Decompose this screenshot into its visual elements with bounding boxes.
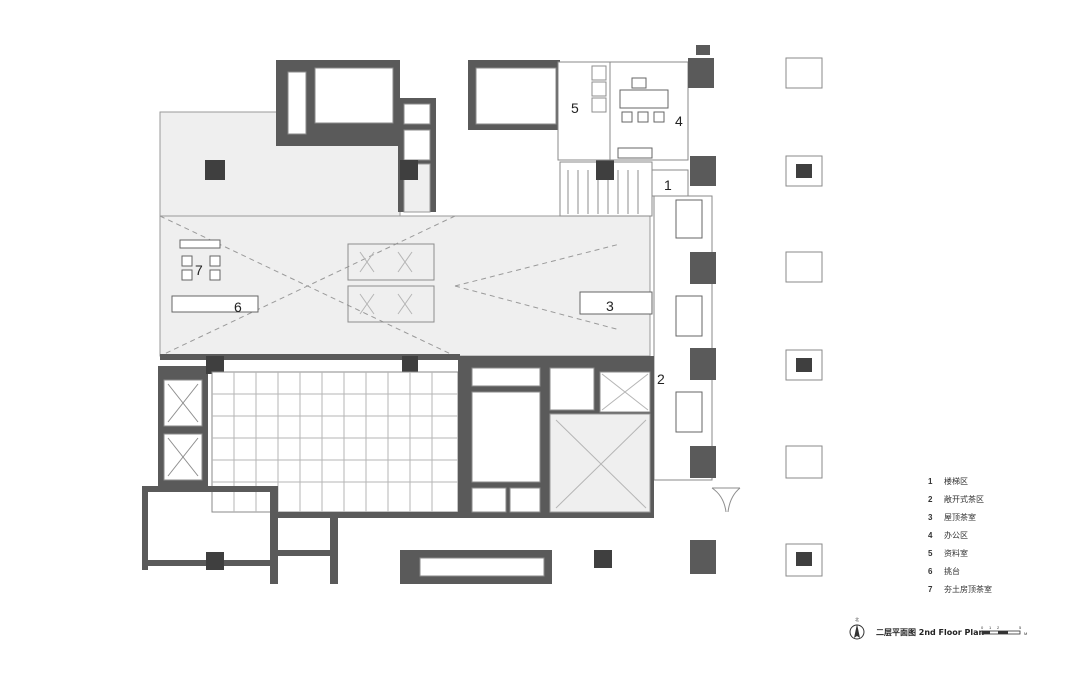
scale-tick-2: 2 <box>997 625 1000 630</box>
stair-column-2 <box>400 160 418 180</box>
lower-column-a <box>206 356 224 374</box>
legend-num-3: 3 <box>928 513 933 522</box>
top-room-b-inner <box>475 67 557 125</box>
corridor-seats <box>675 199 703 433</box>
skylight-diagonals <box>159 215 621 357</box>
stair-zone-1 <box>651 169 689 197</box>
scale-tick-5: 5 <box>1019 625 1022 630</box>
legend-num-7: 7 <box>928 585 933 594</box>
roof-tea-table <box>579 291 653 315</box>
legend-num-2: 2 <box>928 495 933 504</box>
legend-text-7: 夯土房顶茶室 <box>944 584 992 594</box>
bottom-left-wall <box>142 486 276 492</box>
right-column-top <box>688 58 714 88</box>
top-room-a-inner <box>287 71 307 135</box>
bottom-building-inner <box>419 557 545 577</box>
terrace-bench <box>171 295 259 313</box>
legend-text-2: 敞开式茶区 <box>944 494 984 504</box>
core-bottom-a <box>471 487 507 513</box>
north-label: 北 <box>855 616 859 622</box>
room-label-3: 3 <box>606 298 614 314</box>
core-right-top <box>549 367 595 411</box>
right-wall-top <box>696 45 710 55</box>
legend-text-3: 屋顶茶室 <box>944 512 976 522</box>
bottom-mid-wall <box>270 550 336 556</box>
room-label-7: 7 <box>195 262 203 278</box>
bottom-mid-wall2 <box>330 512 338 584</box>
skylight-crosses <box>359 251 413 315</box>
bottom-left-wall2 <box>142 486 148 570</box>
legend: 1 楼梯区 2 敞开式茶区 3 屋顶茶室 4 办公区 5 资料室 6 挑台 7 … <box>928 476 992 594</box>
bottom-mid-wall3 <box>276 512 458 518</box>
right-columns <box>690 156 716 574</box>
legend-num-6: 6 <box>928 567 933 576</box>
scale-tick-1: 1 <box>989 625 992 630</box>
office-furniture <box>617 77 669 159</box>
office-room <box>609 61 689 161</box>
scale-bar: 0 1 2 5 M <box>981 625 1027 636</box>
scale-tick-0: 0 <box>981 625 984 630</box>
legend-num-1: 1 <box>928 477 933 486</box>
legend-num-4: 4 <box>928 531 933 540</box>
legend-num-5: 5 <box>928 549 933 558</box>
room-label-4: 4 <box>675 113 683 129</box>
archive-shelves <box>591 65 607 113</box>
elevator-crosses <box>167 383 199 477</box>
drawing-title: 二层平面图 2nd Floor Plan <box>876 628 984 637</box>
lower-column-b <box>402 356 418 374</box>
column-block <box>205 160 225 180</box>
core-top-left <box>471 367 541 387</box>
room-label-5: 5 <box>571 100 579 116</box>
glass-grid-lines <box>212 372 458 512</box>
top-stair-inner2 <box>403 129 431 161</box>
stair-column <box>596 160 614 180</box>
outdoor-columns <box>785 57 823 577</box>
room-label-2: 2 <box>657 371 665 387</box>
scale-unit: M <box>1024 631 1027 636</box>
legend-text-6: 挑台 <box>944 566 960 576</box>
legend-text-4: 办公区 <box>944 530 968 540</box>
room-label-6: 6 <box>234 299 242 315</box>
top-room-a-inner2 <box>314 67 394 124</box>
core-void <box>471 391 541 483</box>
top-stair-inner <box>403 103 431 125</box>
core-bottom-b <box>509 487 541 513</box>
bottom-left-wall4 <box>270 486 278 584</box>
right-corridor <box>653 195 713 481</box>
legend-text-5: 资料室 <box>944 548 968 558</box>
entrance-doors <box>711 487 741 513</box>
bottom-right-column <box>594 550 612 568</box>
core-crosses <box>555 373 649 509</box>
skylight-panels <box>347 243 435 323</box>
north-arrow-icon: 北 <box>849 616 865 640</box>
bottom-left-column <box>206 552 224 570</box>
archive-room <box>557 61 611 161</box>
legend-text-1: 楼梯区 <box>944 476 968 486</box>
tea-room-furniture <box>179 239 221 281</box>
lower-wall-top <box>160 354 460 360</box>
room-label-1: 1 <box>664 177 672 193</box>
